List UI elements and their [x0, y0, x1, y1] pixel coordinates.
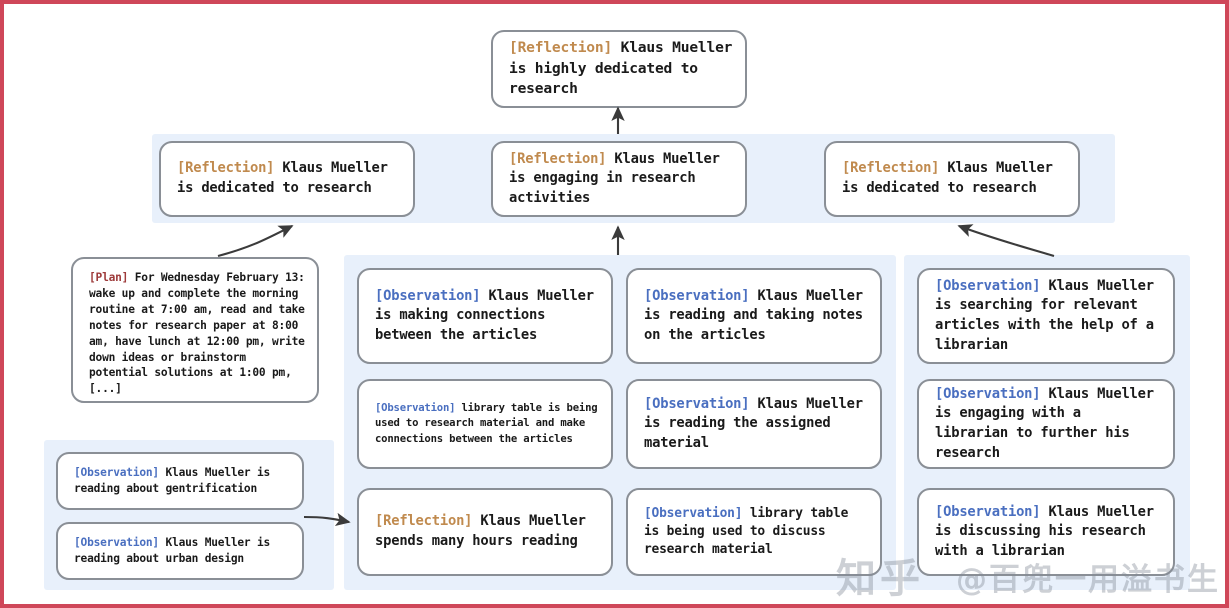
node-tag: [Observation]: [644, 287, 750, 304]
node-text: library table is being used to discuss r…: [644, 505, 856, 558]
observation-node-left-2[interactable]: [Observation] Klaus Mueller is reading a…: [56, 522, 304, 580]
node-text: Klaus Mueller is making connections betw…: [375, 287, 602, 343]
observation-node-c2-2[interactable]: [Observation] library table is being use…: [357, 379, 613, 469]
node-text: For Wednesday February 13: wake up and c…: [89, 271, 312, 396]
observation-node-c4-3[interactable]: [Observation] Klaus Mueller is discussin…: [917, 488, 1175, 576]
node-tag: [Reflection]: [509, 150, 607, 167]
node-text: Klaus Mueller is engaging in research ac…: [509, 150, 728, 206]
node-tag: [Reflection]: [177, 160, 275, 177]
node-text: Klaus Mueller is highly dedicated to res…: [509, 38, 741, 98]
node-tag: [Plan]: [89, 271, 129, 284]
node-text: Klaus Mueller is dedicated to research: [177, 160, 396, 196]
plan-node[interactable]: [Plan] For Wednesday February 13: wake u…: [71, 257, 319, 403]
reflection-node-1[interactable]: [Reflection] Klaus Mueller is dedicated …: [159, 141, 415, 217]
observation-node-c4-1[interactable]: [Observation] Klaus Mueller is searching…: [917, 268, 1175, 364]
node-text: Klaus Mueller is dedicated to research: [842, 160, 1061, 196]
node-tag: [Observation]: [644, 505, 743, 521]
node-text: Klaus Mueller is reading about gentrific…: [74, 466, 277, 495]
reflection-node-3[interactable]: [Reflection] Klaus Mueller is dedicated …: [824, 141, 1080, 217]
node-tag: [Observation]: [74, 466, 159, 480]
node-text: Klaus Mueller is reading the assigned ma…: [644, 395, 871, 451]
node-text: library table is being used to research …: [375, 402, 604, 445]
node-text: Klaus Mueller is discussing his research…: [935, 503, 1162, 559]
observation-node-c3-3[interactable]: [Observation] library table is being use…: [626, 488, 882, 576]
reflection-node-2[interactable]: [Reflection] Klaus Mueller is engaging i…: [491, 141, 747, 217]
node-text: Klaus Mueller spends many hours reading: [375, 513, 594, 549]
reflection-node-c2-3[interactable]: [Reflection] Klaus Mueller spends many h…: [357, 488, 613, 576]
node-text: Klaus Mueller is searching for relevant …: [935, 277, 1162, 353]
node-tag: [Observation]: [935, 277, 1041, 294]
node-text: Klaus Mueller is reading about urban des…: [74, 536, 277, 565]
node-tag: [Observation]: [935, 385, 1041, 402]
observation-node-c2-1[interactable]: [Observation] Klaus Mueller is making co…: [357, 268, 613, 364]
node-tag: [Reflection]: [375, 513, 473, 530]
node-tag: [Observation]: [375, 402, 456, 415]
node-tag: [Observation]: [375, 287, 481, 304]
node-text: Klaus Mueller is engaging with a librari…: [935, 385, 1162, 461]
node-text: Klaus Mueller is reading and taking note…: [644, 287, 871, 343]
node-tag: [Observation]: [644, 395, 750, 412]
observation-node-c4-2[interactable]: [Observation] Klaus Mueller is engaging …: [917, 379, 1175, 469]
observation-node-left-1[interactable]: [Observation] Klaus Mueller is reading a…: [56, 452, 304, 510]
node-tag: [Observation]: [74, 536, 159, 550]
root-reflection-node[interactable]: [Reflection] Klaus Mueller is highly ded…: [491, 30, 747, 108]
node-tag: [Observation]: [935, 503, 1041, 520]
observation-node-c3-2[interactable]: [Observation] Klaus Mueller is reading t…: [626, 379, 882, 469]
node-tag: [Reflection]: [842, 160, 940, 177]
node-tag: [Reflection]: [509, 38, 613, 56]
observation-node-c3-1[interactable]: [Observation] Klaus Mueller is reading a…: [626, 268, 882, 364]
